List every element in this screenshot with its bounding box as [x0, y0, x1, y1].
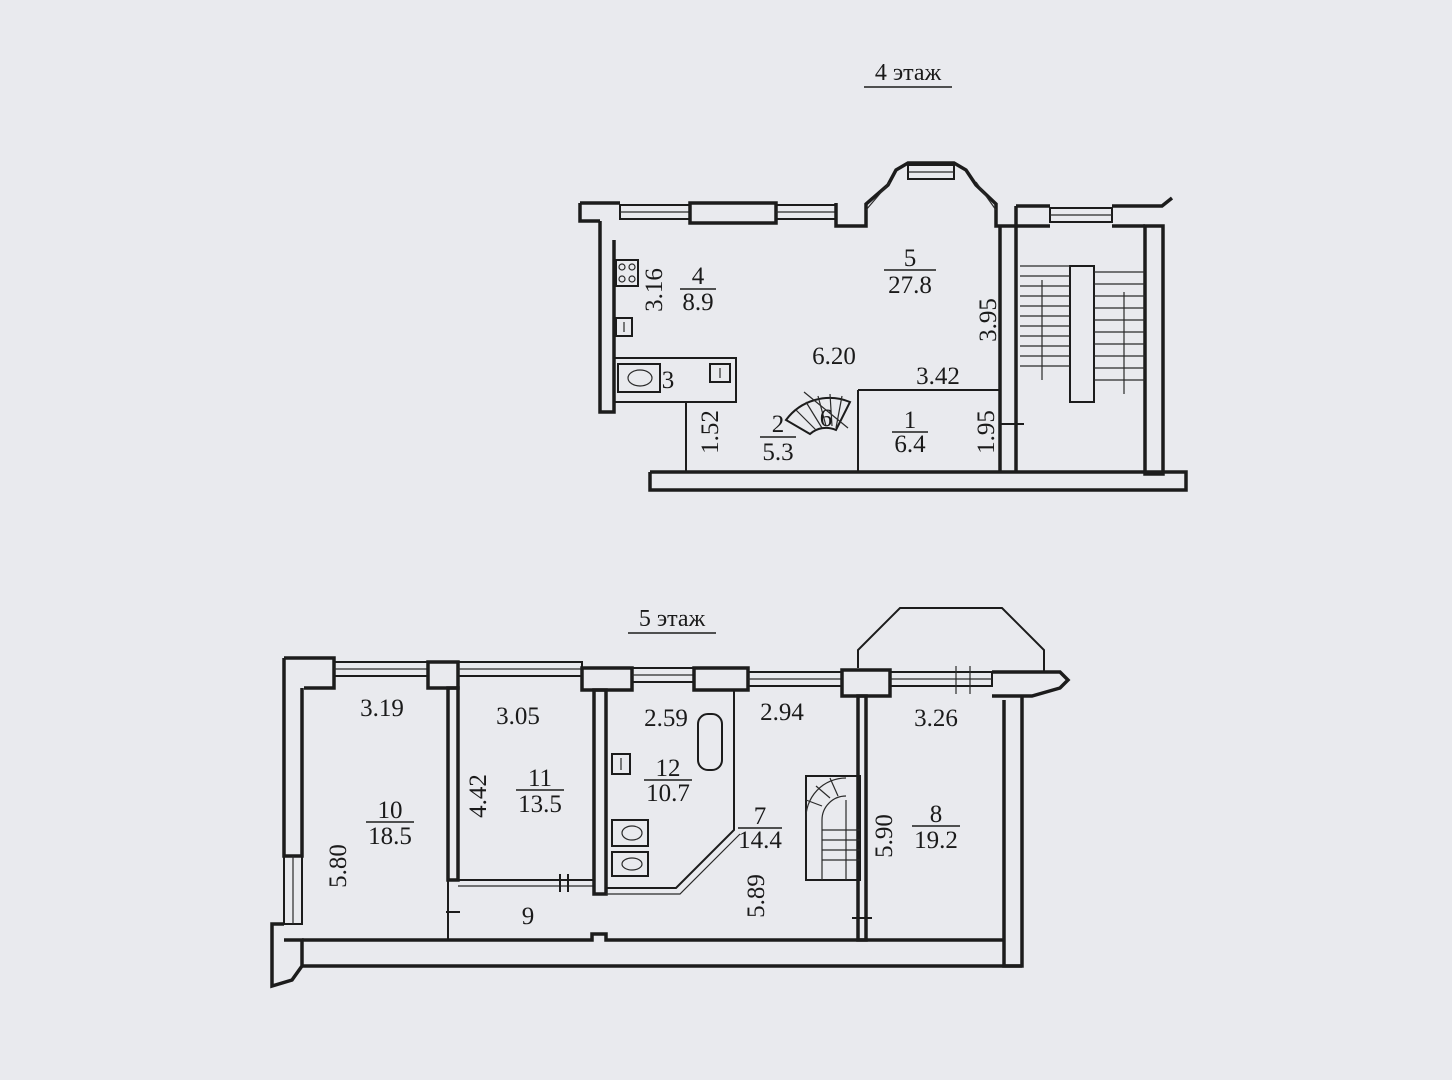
dim-1-95: 1.95	[973, 410, 1000, 454]
room-8-area: 19.2	[914, 827, 958, 854]
room-4-area: 8.9	[682, 289, 713, 316]
room-2-area: 5.3	[762, 439, 793, 466]
floor-4-title: 4 этаж	[875, 60, 942, 86]
floor-5-title: 5 этаж	[639, 606, 706, 632]
dim-3-05: 3.05	[496, 703, 540, 730]
floor-4-dimensions: 3.16 3.95 6.20 3.42 1.95 1.52	[641, 268, 1002, 454]
dim-5-90: 5.90	[871, 814, 898, 858]
floor-5-spiral-stair	[805, 775, 861, 881]
floor-5-dimensions: 3.19 3.05 2.59 2.94 3.26 4.42 5.80 5.90 …	[325, 695, 958, 918]
floor-4-plan: 4 этаж	[578, 60, 1188, 492]
stove-icon	[615, 259, 639, 287]
dim-5-89: 5.89	[743, 874, 770, 918]
room-5-area: 27.8	[888, 272, 932, 299]
bidet-icon	[611, 851, 649, 877]
room-12-area: 10.7	[646, 780, 690, 807]
sink-icon	[615, 317, 633, 337]
room-7-number: 7	[754, 803, 767, 830]
room-4-number: 4	[692, 263, 705, 290]
dim-5-80: 5.80	[325, 844, 352, 888]
toilet-icon	[611, 819, 649, 847]
floor-4-walls	[578, 161, 1188, 492]
dim-1-52: 1.52	[697, 410, 724, 454]
dim-2-59: 2.59	[644, 705, 688, 732]
floor-5-walls	[270, 607, 1071, 989]
floor-4-room-labels: 6.4 1 2 5.3 3 4 8.9 5 27.8 6	[662, 245, 936, 466]
toilet-icon	[617, 363, 661, 393]
dim-3-16: 3.16	[641, 268, 668, 312]
room-1-number: 1	[904, 407, 917, 434]
dim-2-94: 2.94	[760, 699, 804, 726]
dim-3-26: 3.26	[914, 705, 958, 732]
room-2-number: 2	[772, 411, 785, 438]
floor-4-stairwell	[1020, 265, 1145, 403]
floor-4-spiral-stair	[784, 391, 852, 436]
floor-5-plan: 5 этаж	[270, 606, 1071, 989]
room-11-number: 11	[528, 765, 552, 792]
room-11-area: 13.5	[518, 791, 562, 818]
floor-5-fixtures	[611, 713, 723, 877]
bathtub-icon	[697, 713, 723, 771]
floor-4-fixtures	[615, 259, 731, 393]
room-9-number: 9	[522, 903, 535, 930]
dim-3-19: 3.19	[360, 695, 404, 722]
room-10-area: 18.5	[368, 823, 412, 850]
room-8-number: 8	[930, 801, 943, 828]
dim-4-42: 4.42	[465, 774, 492, 818]
sink-icon	[611, 753, 631, 775]
dim-3-95: 3.95	[975, 298, 1002, 342]
room-5-number: 5	[904, 245, 917, 272]
room-6-number: 6	[820, 405, 833, 432]
room-10-number: 10	[378, 797, 403, 824]
dim-6-20: 6.20	[812, 343, 856, 370]
room-3-number: 3	[662, 367, 675, 394]
dim-3-42: 3.42	[916, 363, 960, 390]
room-12-number: 12	[656, 755, 681, 782]
floor-5-room-labels: 7 14.4 8 19.2 9 10 18.5 11 13.5 12 10.7	[366, 755, 960, 930]
washbasin-icon	[709, 363, 731, 383]
room-7-area: 14.4	[738, 827, 782, 854]
room-1-area: 6.4	[894, 431, 926, 458]
